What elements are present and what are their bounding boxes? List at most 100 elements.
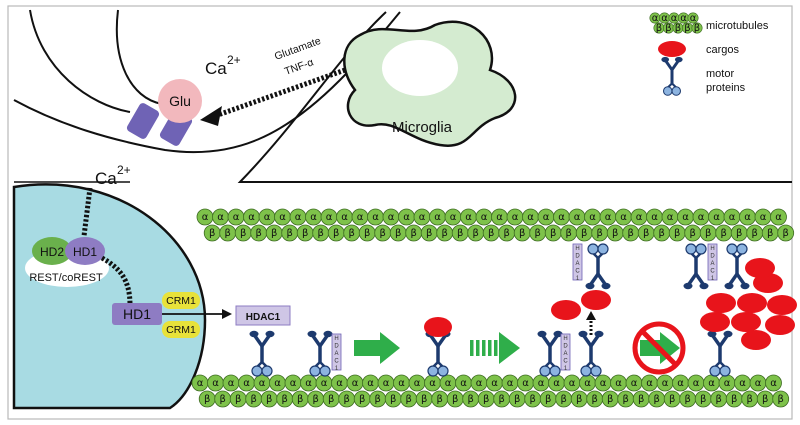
beta-label: β (628, 228, 634, 239)
hdac1-label: HDAC1 (246, 312, 281, 323)
alpha-label: α (589, 212, 596, 223)
beta-label: β (395, 228, 401, 239)
beta-label: β (736, 228, 742, 239)
alpha-label: α (636, 212, 643, 223)
legend-beta-letter: β (694, 23, 700, 34)
hdac1-tag-letter: 1 (711, 276, 715, 282)
hdac1-tag-letter: A (334, 351, 338, 357)
alpha-label: α (693, 378, 700, 389)
beta-label: β (783, 228, 789, 239)
beta-label: β (747, 394, 753, 405)
legend-proteins-label: proteins (706, 82, 746, 94)
alpha-label: α (522, 378, 529, 389)
presynaptic-membrane-right (115, 9, 163, 105)
motor-tail-right (594, 330, 604, 338)
alpha-label: α (682, 212, 689, 223)
alpha-label: α (615, 378, 622, 389)
prohibition-circle (632, 321, 686, 375)
alpha-label: α (667, 212, 674, 223)
beta-label: β (581, 228, 587, 239)
beta-label: β (318, 228, 324, 239)
motor-protein (249, 330, 275, 377)
beta-label: β (519, 228, 525, 239)
cargo (737, 293, 767, 313)
beta-label: β (721, 228, 727, 239)
green-arrow-dashed-head (499, 332, 520, 364)
motor-tail-right (323, 330, 333, 338)
alpha-label: α (724, 378, 731, 389)
legend-microtubules-label: microtubules (706, 20, 769, 32)
motor-head-left (726, 243, 738, 255)
motor-head-left (251, 365, 263, 377)
beta-label: β (767, 228, 773, 239)
beta-tubulin (777, 224, 795, 242)
legend-beta-letter: β (684, 23, 690, 34)
beta-label: β (669, 394, 675, 405)
beta-label: β (302, 228, 308, 239)
hdac1-tag-letter: H (710, 246, 714, 252)
hdac1-tag-letter: A (563, 351, 567, 357)
motor-head-right (590, 365, 602, 377)
hdac1-tag-letter: C (710, 269, 715, 275)
beta-label: β (530, 394, 536, 405)
alpha-label: α (429, 378, 436, 389)
microglia-label: Microglia (392, 119, 453, 136)
alpha-label: α (755, 378, 762, 389)
hd1-complex-protein (65, 237, 105, 265)
hd2-label: HD2 (40, 245, 64, 259)
legend-alpha-letter: α (661, 13, 668, 24)
alpha-label: α (274, 378, 281, 389)
green-arrow-dash (488, 340, 492, 356)
hdac1-tag-box (572, 243, 583, 281)
hdac1-tag-box (331, 333, 342, 371)
beta-label: β (499, 394, 505, 405)
alpha-label: α (341, 212, 348, 223)
beta-label: β (375, 394, 381, 405)
alpha-label: α (620, 212, 627, 223)
legend-cargo-icon (658, 41, 686, 57)
alpha-label: α (465, 212, 472, 223)
legend-beta-letter: β (675, 23, 681, 34)
beta-label: β (550, 228, 556, 239)
motor-tail-right (265, 330, 275, 338)
beta-label: β (612, 228, 618, 239)
motor-head-left (685, 243, 697, 255)
alpha-label: α (403, 212, 410, 223)
cargo (731, 312, 761, 332)
motor-head-right (319, 365, 331, 377)
alpha-label: α (383, 378, 390, 389)
beta-label: β (659, 228, 665, 239)
alpha-label: α (233, 212, 240, 223)
prohibition-slash (640, 329, 678, 367)
alpha-label: α (445, 378, 452, 389)
motor-protein (661, 56, 683, 96)
alpha-label: α (305, 378, 312, 389)
legend-alpha-letter: α (652, 13, 659, 24)
cargo (745, 258, 775, 278)
receptor-subunit-left (126, 103, 160, 139)
beta-label: β (209, 228, 215, 239)
alpha-label: α (476, 378, 483, 389)
beta-label: β (576, 394, 582, 405)
legend-beta-letter: β (665, 23, 671, 34)
alpha-label: α (543, 212, 550, 223)
beta-label: β (297, 394, 303, 405)
alpha-label: α (662, 378, 669, 389)
motor-protein (537, 330, 563, 377)
hdac1-tag-letter: C (563, 359, 568, 365)
motor-protein (724, 243, 750, 290)
hdac1-tag: HDAC1 (572, 243, 583, 282)
beta-label: β (333, 228, 339, 239)
cargo (581, 290, 611, 310)
motor-head-right (437, 365, 449, 377)
beta-label: β (705, 228, 711, 239)
release-arrowhead (586, 311, 596, 320)
beta-label: β (256, 228, 262, 239)
alpha-label: α (569, 378, 576, 389)
cargo (741, 330, 771, 350)
beta-label: β (597, 228, 603, 239)
alpha-label: α (212, 378, 219, 389)
beta-label: β (566, 228, 572, 239)
beta-label: β (561, 394, 567, 405)
